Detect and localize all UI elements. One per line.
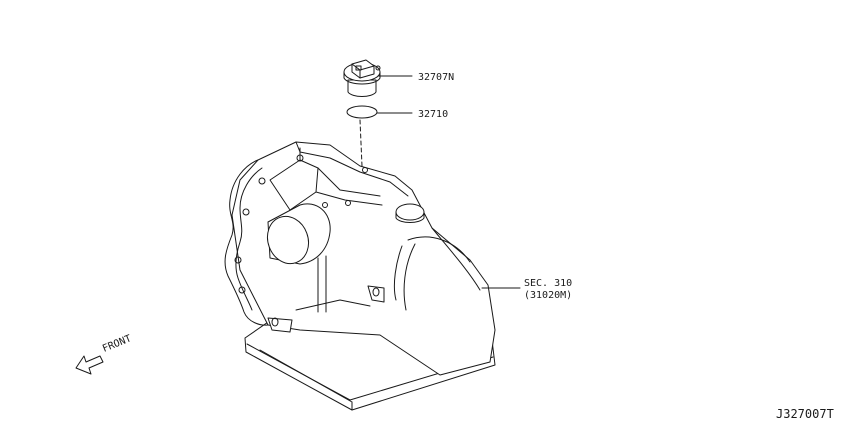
diagram-code: J327007T xyxy=(776,407,834,421)
front-arrow-icon xyxy=(75,355,104,375)
label-32707n: 32707N xyxy=(418,72,454,83)
transmission-case xyxy=(224,141,496,411)
label-section-ref: SEC. 310 xyxy=(524,278,572,289)
label-32710: 32710 xyxy=(418,109,448,120)
label-front: FRONT xyxy=(101,333,133,354)
speed-sensor-part xyxy=(343,59,381,97)
label-section-sub: (31020M) xyxy=(524,290,572,301)
install-guide-line xyxy=(359,119,363,167)
o-ring-part xyxy=(346,105,378,119)
